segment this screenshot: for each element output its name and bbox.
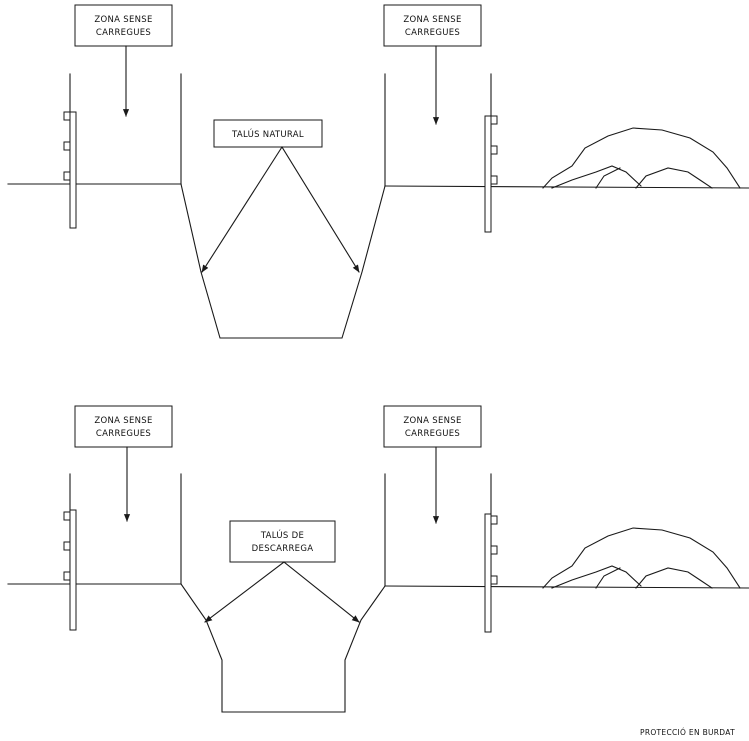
bottom-left-fence-post: [63, 509, 77, 631]
bottom-right-fence-post: [484, 513, 498, 633]
top-spoil-heap: [542, 127, 741, 189]
top-left-zone-label: ZONA SENSE CARREGUES: [74, 4, 173, 47]
top-left-fence-post: [63, 111, 77, 229]
top-left-zone-label-line2: CARREGUES: [96, 28, 151, 38]
bottom-slope-arrow-right: [283, 561, 360, 623]
bottom-left-zone-label-line2: CARREGUES: [96, 429, 151, 439]
bottom-trench-profile: [180, 583, 386, 713]
bottom-section: ZONA SENSE CARREGUES ZONA SENSE CARREGUE…: [7, 405, 749, 713]
top-trench-profile: [180, 183, 386, 339]
top-slope-arrow-right: [281, 146, 360, 273]
bottom-ground-right: [384, 585, 749, 589]
bottom-left-zone-label-line1: ZONA SENSE: [94, 416, 152, 426]
top-slope-label: TALÚS NATURAL: [213, 119, 323, 148]
bottom-slope-label-line2: DESCARREGA: [252, 544, 314, 554]
top-slope-label-line1: TALÚS NATURAL: [231, 128, 304, 140]
top-slope-arrow-left: [201, 146, 283, 273]
top-ground-right: [384, 185, 749, 189]
top-left-zone-label-line1: ZONA SENSE: [94, 15, 152, 25]
top-right-fence-post: [484, 115, 498, 233]
top-section: ZONA SENSE CARREGUES ZONA SENSE CARREGUE…: [7, 4, 749, 339]
bottom-right-zone-label: ZONA SENSE CARREGUES: [383, 405, 482, 448]
footer-caption: PROTECCIÓ EN BURDAT: [640, 728, 735, 737]
top-right-zone-label-line1: ZONA SENSE: [403, 15, 461, 25]
bottom-left-zone-label: ZONA SENSE CARREGUES: [74, 405, 173, 448]
bottom-spoil-heap: [542, 527, 741, 589]
bottom-right-zone-label-line2: CARREGUES: [405, 429, 460, 439]
top-right-zone-label-line2: CARREGUES: [405, 28, 460, 38]
bottom-slope-label-line1: TALÚS DE: [260, 529, 304, 541]
bottom-slope-arrow-left: [204, 561, 285, 623]
top-right-zone-label: ZONA SENSE CARREGUES: [383, 4, 482, 47]
bottom-right-zone-label-line1: ZONA SENSE: [403, 416, 461, 426]
bottom-slope-label: TALÚS DE DESCARREGA: [229, 520, 336, 563]
